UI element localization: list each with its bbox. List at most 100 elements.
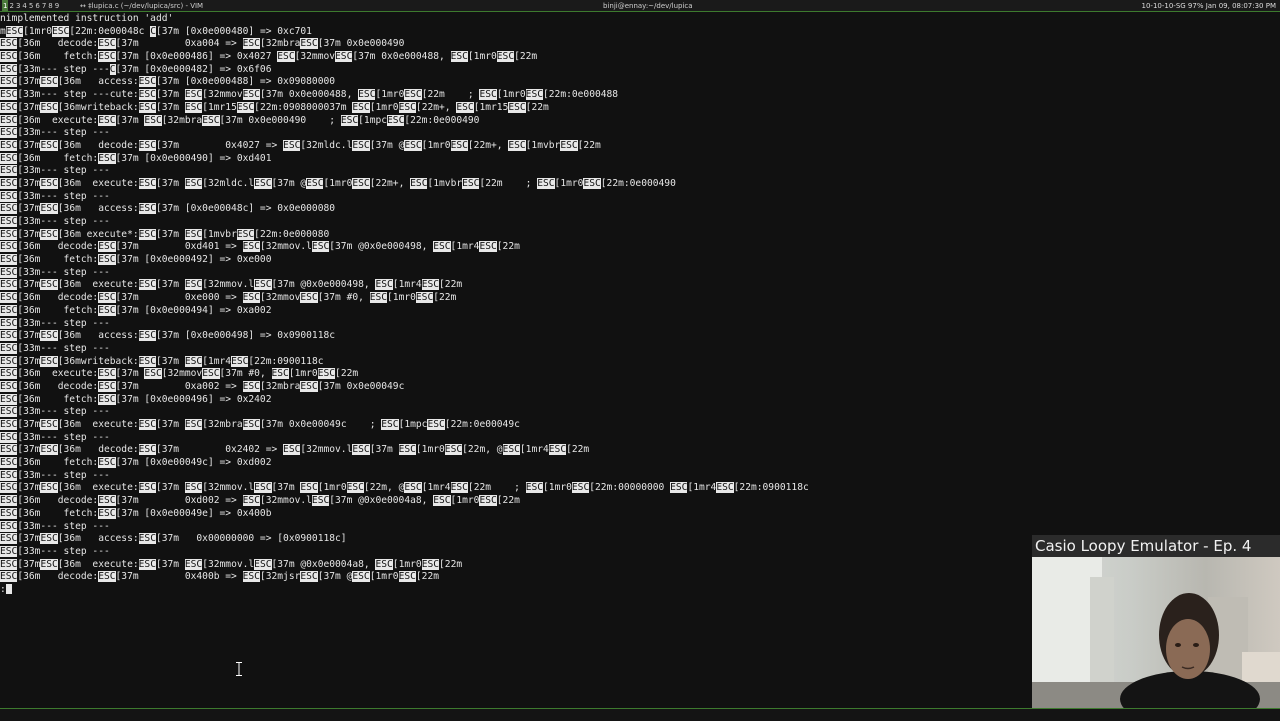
terminal-line: ESC[36m decode:ESC[37m 0xd401 => ESC[32m… bbox=[0, 241, 1030, 254]
terminal-text: [32mmov.l bbox=[259, 495, 312, 507]
escape-glyph: ESC bbox=[138, 330, 156, 342]
terminal-output[interactable]: nimplemented instruction 'add'mESC[1mr0E… bbox=[0, 13, 1030, 595]
bottom-status-bar bbox=[0, 708, 1280, 721]
workspace-7[interactable]: 7 bbox=[41, 2, 47, 10]
escape-glyph: ESC bbox=[236, 228, 255, 240]
escape-glyph: ESC bbox=[98, 51, 116, 63]
terminal-text: [37m @0x0e0004a8, bbox=[271, 558, 376, 570]
terminal-text: [36m fetch: bbox=[17, 254, 99, 266]
escape-glyph: ESC bbox=[40, 330, 58, 342]
workspace-5[interactable]: 5 bbox=[28, 2, 34, 10]
terminal-text: [37m 0x4027 => bbox=[155, 139, 284, 151]
workspace-8[interactable]: 8 bbox=[48, 2, 53, 10]
terminal-text: [22m bbox=[566, 444, 590, 456]
terminal-text: [36m decode: bbox=[57, 444, 139, 456]
terminal-text: [37m bbox=[155, 279, 185, 291]
escape-glyph: ESC bbox=[0, 165, 18, 177]
terminal-text: [36m access: bbox=[57, 76, 139, 88]
escape-glyph: ESC bbox=[387, 114, 405, 126]
terminal-text: [36m decode: bbox=[17, 571, 99, 583]
escape-glyph: ESC bbox=[0, 495, 18, 507]
escape-glyph: ESC bbox=[0, 393, 18, 405]
terminal-text: [37m bbox=[155, 101, 185, 113]
escape-glyph: ESC bbox=[404, 139, 422, 151]
terminal-line: ESC[33m--- step --- bbox=[0, 469, 1030, 483]
terminal-text: [36m access: bbox=[57, 533, 139, 545]
escape-glyph: ESC bbox=[0, 406, 18, 418]
escape-glyph: ESC bbox=[138, 101, 156, 113]
terminal-text: [1mvbr bbox=[202, 228, 237, 240]
terminal-text: [37m bbox=[155, 482, 185, 494]
escape-glyph: ESC bbox=[398, 571, 416, 583]
terminal-text: [32mmov bbox=[202, 89, 243, 101]
escape-glyph: ESC bbox=[0, 457, 18, 469]
terminal-text: [1mr0 bbox=[496, 89, 526, 101]
workspace-6[interactable]: 6 bbox=[35, 2, 40, 10]
terminal-text: [37m bbox=[17, 203, 41, 215]
escape-glyph: ESC bbox=[184, 355, 203, 367]
escape-glyph: ESC bbox=[0, 317, 18, 329]
terminal-text: [37m @ bbox=[369, 139, 405, 151]
terminal-line: ESC[37mESC[36mwriteback:ESC[37m ESC[1mr4… bbox=[0, 355, 1030, 369]
terminal-text: [1mr0 bbox=[288, 368, 318, 380]
terminal-text: [1mr0 bbox=[369, 571, 399, 583]
command-prompt[interactable]: : bbox=[0, 583, 1030, 595]
terminal-text: [37m [0x0e00048c] => 0x0e000080 bbox=[155, 203, 336, 215]
terminal-text: [33m--- step --- bbox=[17, 190, 110, 202]
escape-glyph: ESC bbox=[0, 63, 18, 75]
workspace-2[interactable]: 2 bbox=[9, 2, 14, 10]
terminal-text: [36mwriteback: bbox=[57, 355, 139, 367]
terminal-text: [1mr0 bbox=[323, 177, 353, 189]
workspace-1[interactable]: 1 bbox=[2, 0, 9, 12]
terminal-line: ESC[37mESC[36mwriteback:ESC[37m ESC[1mr1… bbox=[0, 101, 1030, 115]
escape-glyph: ESC bbox=[98, 380, 116, 392]
workspace-3[interactable]: 3 bbox=[15, 2, 21, 10]
escape-glyph: ESC bbox=[242, 495, 260, 507]
escape-glyph: ESC bbox=[40, 482, 58, 494]
terminal-text: [37m [0x0e000488] => 0x09080000 bbox=[155, 76, 336, 88]
terminal-text: [22m bbox=[335, 368, 359, 380]
escape-glyph: ESC bbox=[352, 571, 370, 583]
terminal-text: [37m [0x0e000498] => 0x0900118c bbox=[155, 330, 336, 342]
terminal-text: [37m bbox=[17, 101, 41, 113]
escape-glyph: ESC bbox=[40, 177, 58, 189]
terminal-text: [1mr0 bbox=[543, 482, 572, 494]
escape-glyph: ESC bbox=[138, 419, 156, 430]
terminal-text: [37m bbox=[115, 368, 145, 380]
terminal-text: [33m--- step --- bbox=[17, 520, 110, 532]
terminal-text: [22m bbox=[433, 292, 457, 304]
workspace-4[interactable]: 4 bbox=[22, 2, 27, 10]
terminal-line: ESC[33m--- step --- bbox=[0, 342, 1030, 356]
escape-glyph: ESC bbox=[40, 279, 58, 291]
terminal-text: [22m, @ bbox=[363, 482, 405, 494]
terminal-text: [22m bbox=[496, 495, 520, 507]
escape-glyph: ESC bbox=[444, 444, 463, 456]
terminal-line: ESC[37mESC[36m execute:ESC[37m ESC[32mbr… bbox=[0, 419, 1030, 432]
terminal-text: [32mmov.l bbox=[259, 241, 312, 253]
terminal-text: [22m:00000000 bbox=[589, 482, 671, 494]
workspace-9[interactable]: 9 bbox=[54, 2, 60, 10]
terminal-text: [37m [0x0e000496] => 0x2402 bbox=[115, 393, 272, 405]
terminal-text: [37m 0x0e000488, bbox=[352, 51, 451, 63]
escape-glyph: ESC bbox=[283, 139, 301, 151]
terminal-line: ESC[33m--- step --- bbox=[0, 165, 1030, 178]
terminal-text: [33m--- step --- bbox=[17, 127, 110, 139]
terminal-line: ESC[36m fetch:ESC[37m [0x0e000486] => 0x… bbox=[0, 51, 1030, 64]
escape-glyph: ESC bbox=[433, 495, 451, 507]
terminal-text: [37m bbox=[155, 558, 185, 570]
escape-glyph: ESC bbox=[98, 368, 116, 380]
terminal-text: [32mbra bbox=[259, 38, 301, 50]
escape-glyph: ESC bbox=[0, 304, 18, 316]
escape-glyph: ESC bbox=[0, 355, 18, 367]
escape-glyph: ESC bbox=[184, 558, 203, 570]
escape-glyph: ESC bbox=[340, 114, 359, 126]
terminal-text: [22m:0e00048c bbox=[69, 25, 151, 37]
escape-glyph: ESC bbox=[300, 482, 318, 494]
escape-glyph: ESC bbox=[0, 89, 18, 101]
terminal-text: [37m @0x0e000498, bbox=[271, 279, 376, 291]
escape-glyph: ESC bbox=[202, 114, 220, 126]
escape-glyph: ESC bbox=[398, 101, 416, 113]
prompt-text: : bbox=[0, 583, 6, 595]
